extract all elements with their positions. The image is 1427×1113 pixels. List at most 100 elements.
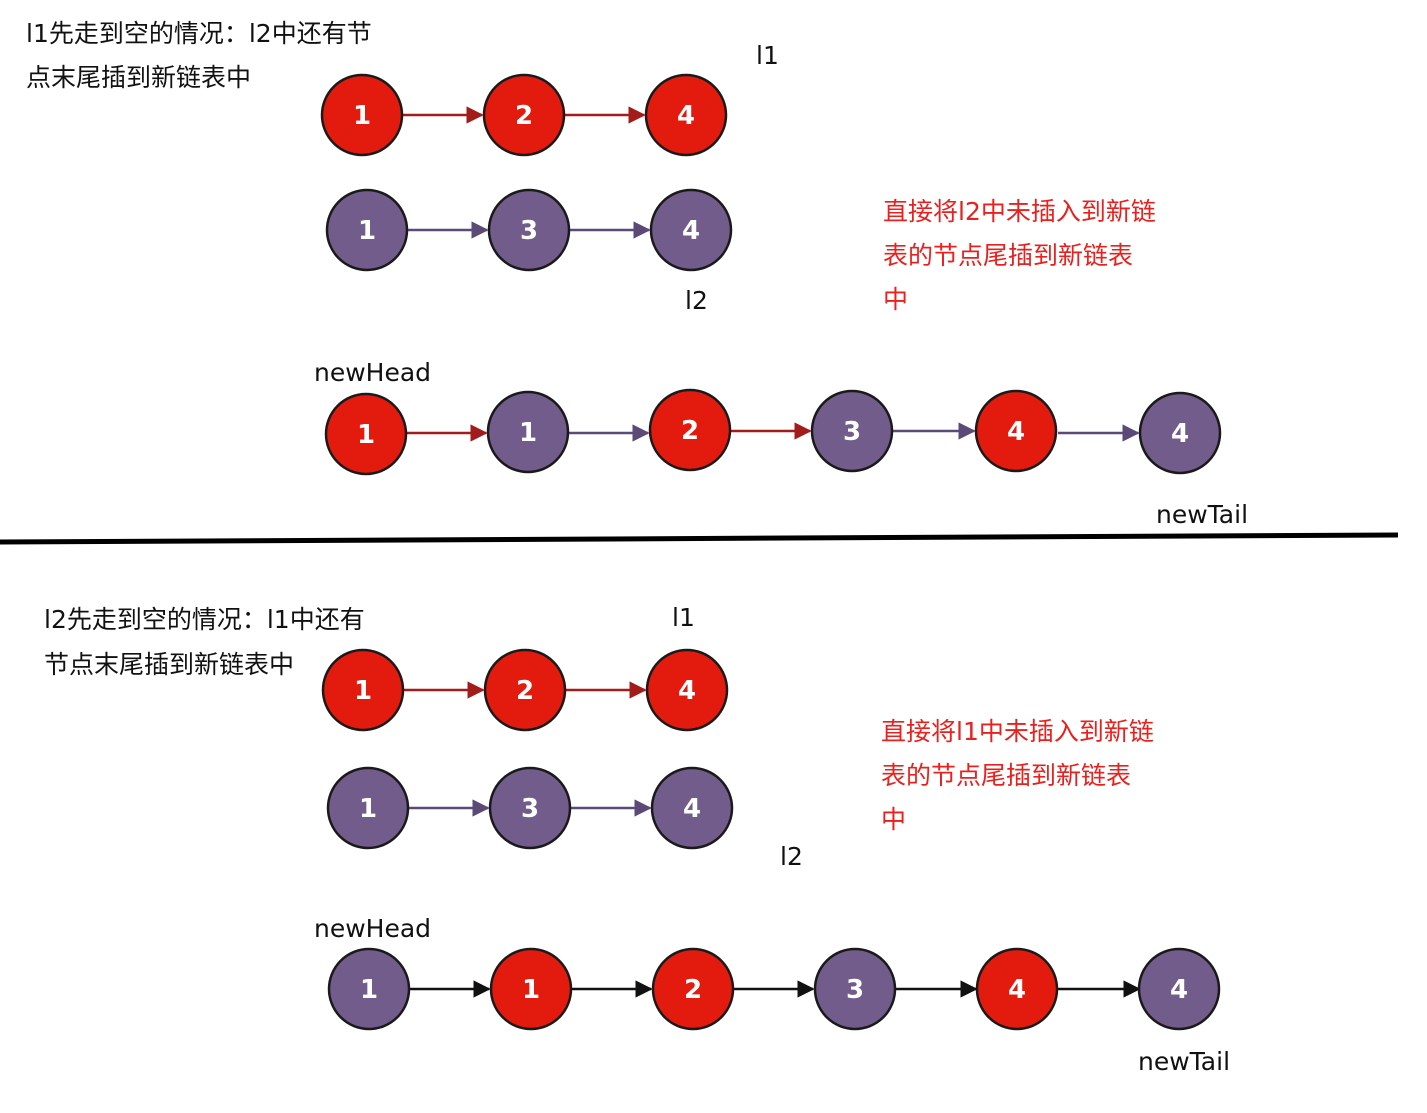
list-node: 1: [489, 947, 573, 1031]
bottom-new-head-label: newHead: [314, 914, 431, 943]
list-node: 4: [649, 188, 733, 272]
node-value: 4: [678, 676, 696, 706]
bottom-section: l2先走到空的情况：l1中还有 节点末尾插到新链表中 l1 l2 直接将l1中未…: [44, 603, 1230, 1076]
list-node: 4: [974, 389, 1058, 473]
bottom-merged-list: 1 1 2 3 4 4: [327, 947, 1221, 1031]
section-divider: [0, 532, 1399, 545]
node-value: 3: [521, 794, 539, 824]
node-circle: [813, 947, 897, 1031]
node-value: 4: [1170, 975, 1188, 1005]
node-circle: [651, 947, 735, 1031]
node-circle: [327, 947, 411, 1031]
top-new-head-label: newHead: [314, 358, 431, 387]
list-node: 2: [651, 947, 735, 1031]
top-title-line-2: 点末尾插到新链表中: [26, 63, 251, 92]
list-node: 3: [488, 766, 572, 850]
node-circle: [320, 73, 404, 157]
bottom-new-tail-label: newTail: [1138, 1047, 1230, 1076]
list-node: 4: [645, 648, 729, 732]
node-circle: [486, 390, 570, 474]
top-new-tail-label: newTail: [1156, 500, 1248, 529]
node-value: 4: [1171, 419, 1189, 449]
node-value: 2: [516, 676, 534, 706]
node-value: 3: [843, 417, 861, 447]
node-value: 2: [515, 101, 533, 131]
list-node: 3: [487, 188, 571, 272]
top-note-line-1: 直接将l2中未插入到新链: [883, 197, 1156, 226]
node-circle: [482, 73, 566, 157]
list-node: 2: [648, 388, 732, 472]
node-circle: [810, 389, 894, 473]
bottom-note-line-1: 直接将l1中未插入到新链: [881, 717, 1154, 746]
node-circle: [975, 947, 1059, 1031]
node-value: 3: [846, 975, 864, 1005]
node-circle: [650, 766, 734, 850]
node-circle: [648, 388, 732, 472]
list-node: 4: [1138, 391, 1222, 475]
node-circle: [644, 73, 728, 157]
bottom-l2-list: 1 3 4: [326, 766, 734, 850]
bottom-title-line-2: 节点末尾插到新链表中: [44, 650, 294, 679]
list-node: 1: [325, 188, 409, 272]
bottom-l1-list: 1 2 4: [321, 648, 729, 732]
node-circle: [1137, 947, 1221, 1031]
top-merged-list: 1 1 2 3 4 4: [324, 388, 1222, 476]
node-value: 1: [522, 975, 540, 1005]
list-node: 2: [483, 648, 567, 732]
top-title-line-1: l1先走到空的情况：l2中还有节: [26, 19, 372, 48]
list-node: 4: [975, 947, 1059, 1031]
node-circle: [324, 392, 408, 476]
list-node: 2: [482, 73, 566, 157]
top-note-line-2: 表的节点尾插到新链表: [883, 241, 1133, 270]
list-node: 3: [813, 947, 897, 1031]
top-l1-label: l1: [756, 41, 779, 70]
list-node: 4: [650, 766, 734, 850]
list-node: 1: [321, 648, 405, 732]
node-circle: [325, 188, 409, 272]
list-node: 1: [324, 392, 408, 476]
node-circle: [483, 648, 567, 732]
node-circle: [1138, 391, 1222, 475]
list-node: 1: [327, 947, 411, 1031]
bottom-note-line-3: 中: [881, 805, 906, 834]
top-l2-list: 1 3 4: [325, 188, 733, 272]
node-value: 1: [357, 420, 375, 450]
node-value: 4: [683, 794, 701, 824]
bottom-title-line-1: l2先走到空的情况：l1中还有: [44, 605, 365, 634]
node-value: 2: [684, 975, 702, 1005]
bottom-l2-label: l2: [780, 842, 803, 871]
list-node: 1: [320, 73, 404, 157]
node-value: 1: [358, 216, 376, 246]
node-circle: [326, 766, 410, 850]
node-value: 1: [354, 676, 372, 706]
list-node: 4: [644, 73, 728, 157]
bottom-l1-label: l1: [672, 603, 695, 632]
top-l2-label: l2: [685, 286, 708, 315]
node-circle: [489, 947, 573, 1031]
node-value: 4: [682, 216, 700, 246]
node-circle: [974, 389, 1058, 473]
node-value: 4: [677, 101, 695, 131]
node-value: 4: [1007, 417, 1025, 447]
node-circle: [649, 188, 733, 272]
top-section: l1先走到空的情况：l2中还有节 点末尾插到新链表中 l1 l2 直接将l2中未…: [26, 19, 1248, 529]
list-node: 1: [326, 766, 410, 850]
bottom-note-line-2: 表的节点尾插到新链表: [881, 761, 1131, 790]
node-value: 3: [520, 216, 538, 246]
list-node: 1: [486, 390, 570, 474]
list-node: 4: [1137, 947, 1221, 1031]
node-circle: [321, 648, 405, 732]
node-value: 1: [359, 794, 377, 824]
node-value: 1: [360, 975, 378, 1005]
top-note-line-3: 中: [883, 285, 908, 314]
node-circle: [487, 188, 571, 272]
node-value: 4: [1008, 975, 1026, 1005]
node-value: 2: [681, 416, 699, 446]
node-circle: [488, 766, 572, 850]
node-circle: [645, 648, 729, 732]
list-node: 3: [810, 389, 894, 473]
node-value: 1: [353, 101, 371, 131]
top-l1-list: 1 2 4: [320, 73, 728, 157]
node-value: 1: [519, 418, 537, 448]
